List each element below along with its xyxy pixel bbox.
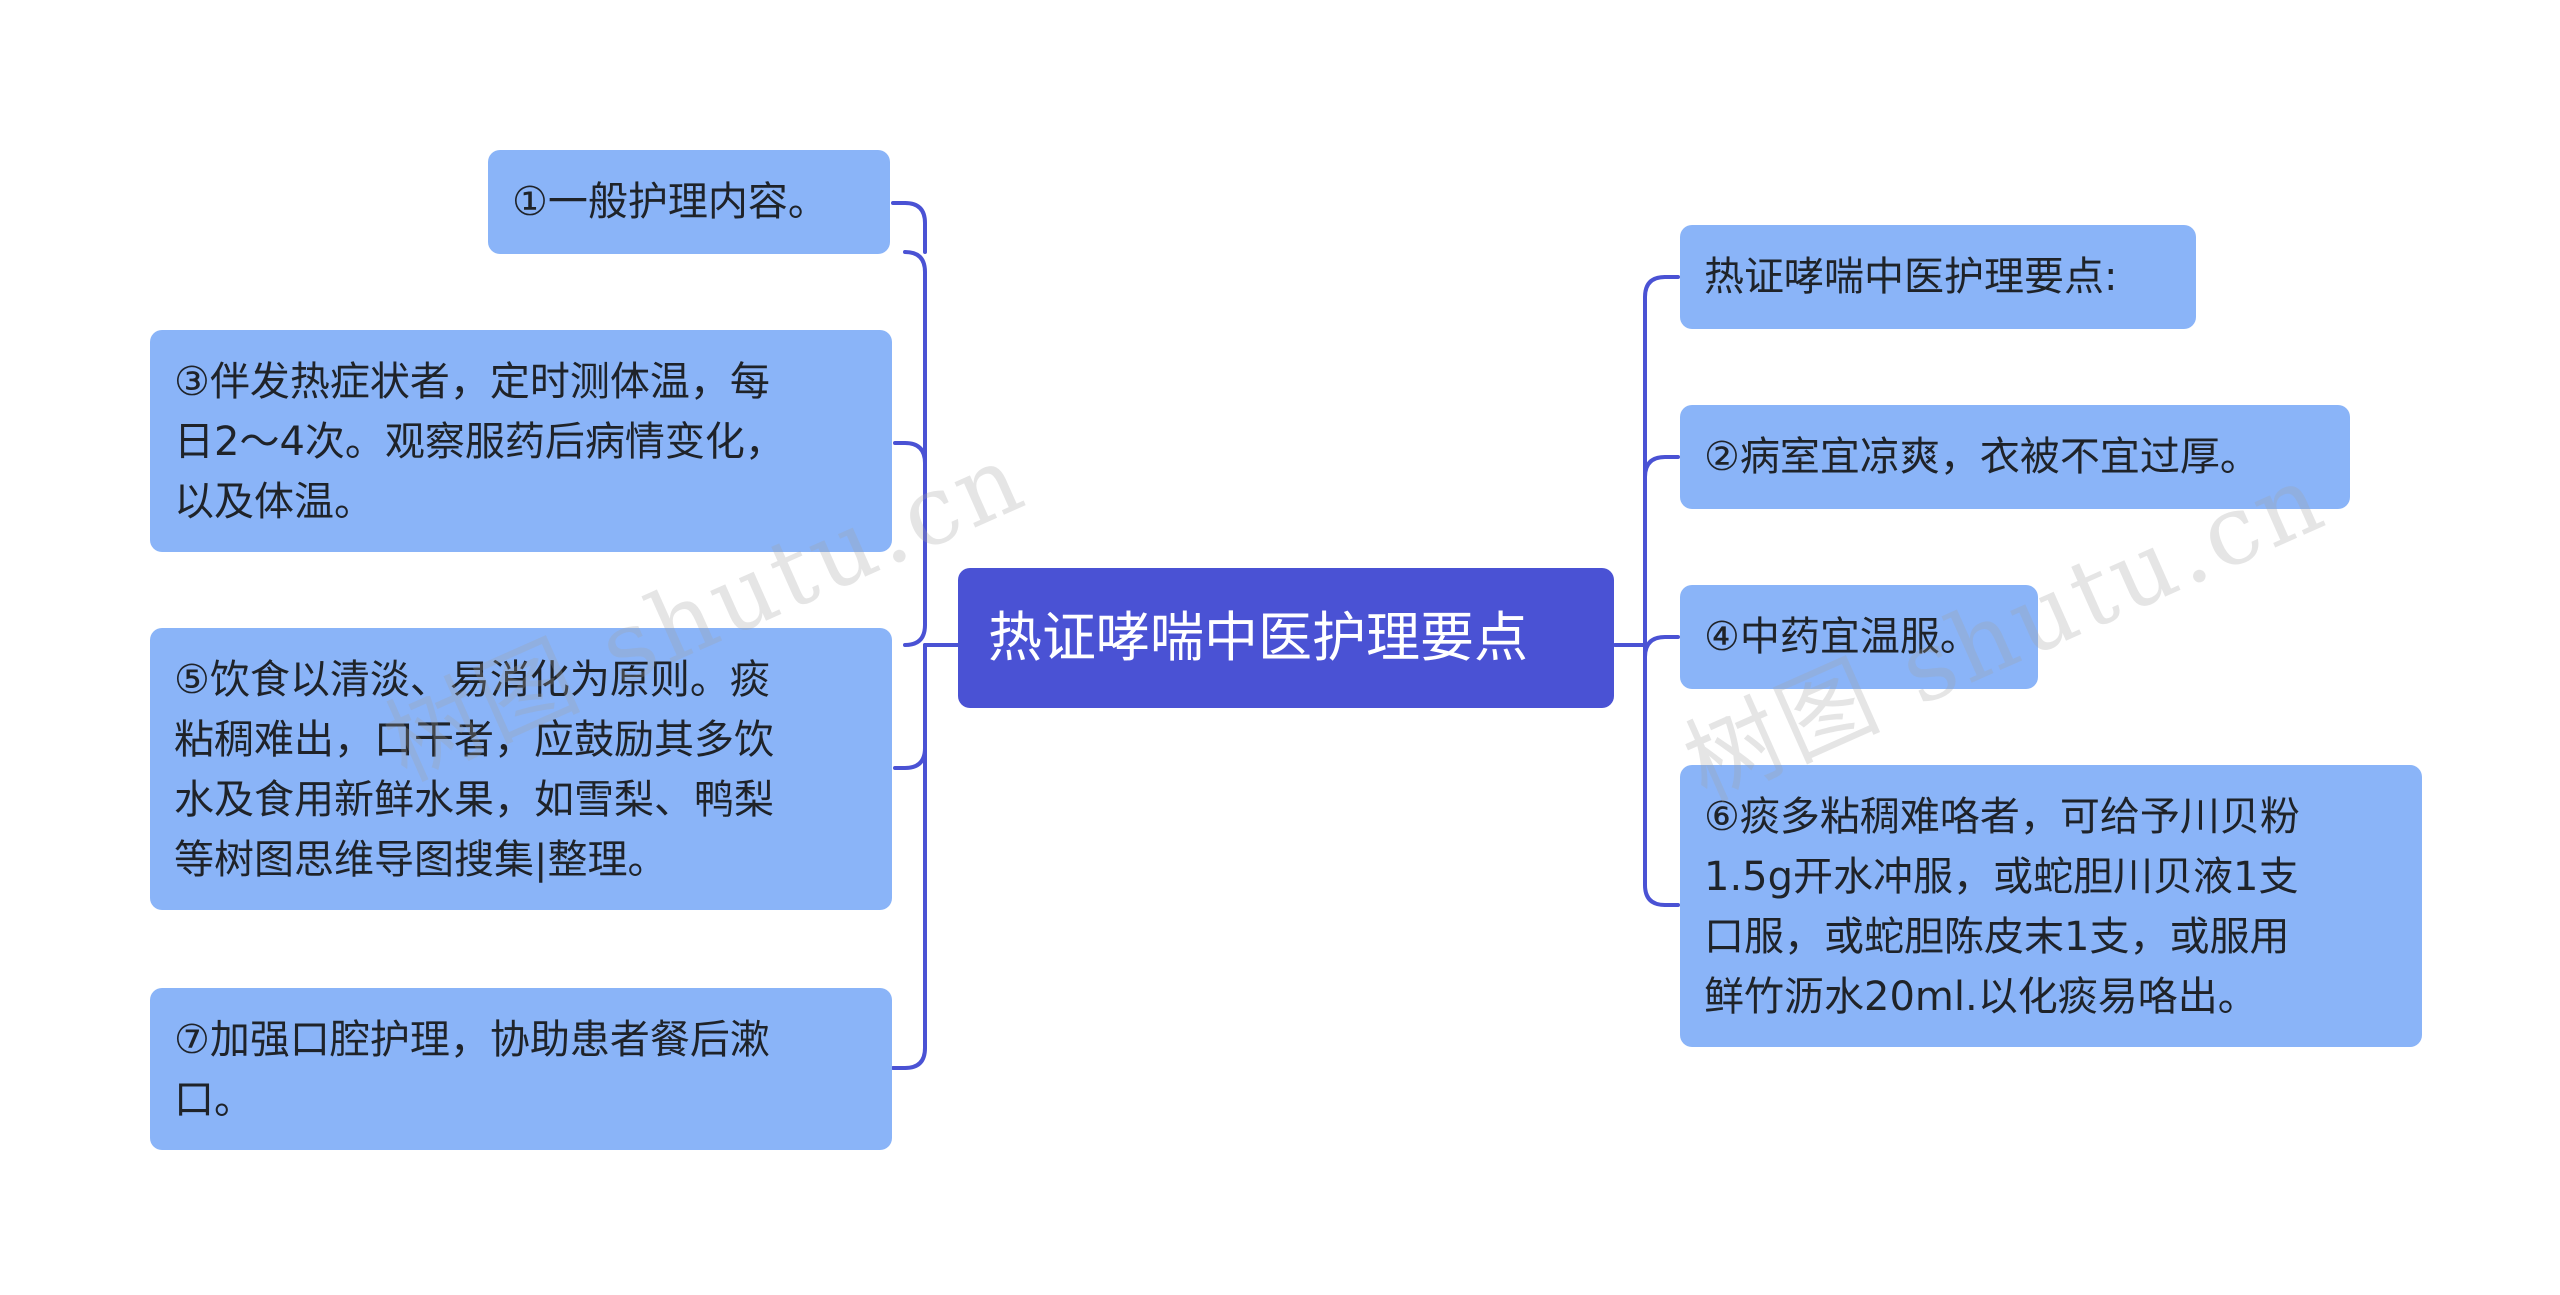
connector-left-4	[903, 643, 927, 1070]
connector-left-2	[893, 441, 927, 465]
central-topic[interactable]: 热证哮喘中医护理要点	[958, 568, 1614, 708]
left-node-5[interactable]: ⑤饮食以清淡、易消化为原则。痰 粘稠难出，口干者，应鼓励其多饮 水及食用新鲜水果…	[150, 628, 892, 910]
connector-right-top	[1643, 275, 1667, 907]
right-node-4[interactable]: ④中药宜温服。	[1680, 585, 2038, 689]
right-node-4-label: ④中药宜温服。	[1704, 614, 1980, 660]
left-node-7-label: ⑦加强口腔护理，协助患者餐后漱 口。	[174, 1017, 770, 1123]
right-node-title-label: 热证哮喘中医护理要点:	[1704, 254, 2118, 300]
central-topic-label: 热证哮喘中医护理要点	[988, 606, 1528, 669]
right-node-6[interactable]: ⑥痰多粘稠难咯者，可给予川贝粉 1.5g开水冲服，或蛇胆川贝液1支 口服，或蛇胆…	[1680, 765, 2422, 1047]
connector-right-2	[1643, 455, 1680, 479]
right-node-6-label: ⑥痰多粘稠难咯者，可给予川贝粉 1.5g开水冲服，或蛇胆川贝液1支 口服，或蛇胆…	[1704, 794, 2300, 1020]
left-node-7[interactable]: ⑦加强口腔护理，协助患者餐后漱 口。	[150, 988, 892, 1150]
left-node-1-label: ①一般护理内容。	[512, 179, 828, 225]
left-node-3[interactable]: ③伴发热症状者，定时测体温，每 日2～4次。观察服药后病情变化， 以及体温。	[150, 330, 892, 552]
connector-left-1	[903, 250, 927, 647]
right-node-2-label: ②病室宜凉爽，衣被不宜过厚。	[1704, 434, 2260, 480]
right-node-2[interactable]: ②病室宜凉爽，衣被不宜过厚。	[1680, 405, 2350, 509]
left-node-5-label: ⑤饮食以清淡、易消化为原则。痰 粘稠难出，口干者，应鼓励其多饮 水及食用新鲜水果…	[174, 657, 774, 883]
connector-left-3	[893, 746, 927, 770]
connector-right-3	[1643, 635, 1680, 659]
right-node-title[interactable]: 热证哮喘中医护理要点:	[1680, 225, 2196, 329]
connector-left-1-tip	[903, 201, 927, 254]
left-node-3-label: ③伴发热症状者，定时测体温，每 日2～4次。观察服药后病情变化， 以及体温。	[174, 359, 785, 525]
left-node-1[interactable]: ①一般护理内容。	[488, 150, 890, 254]
